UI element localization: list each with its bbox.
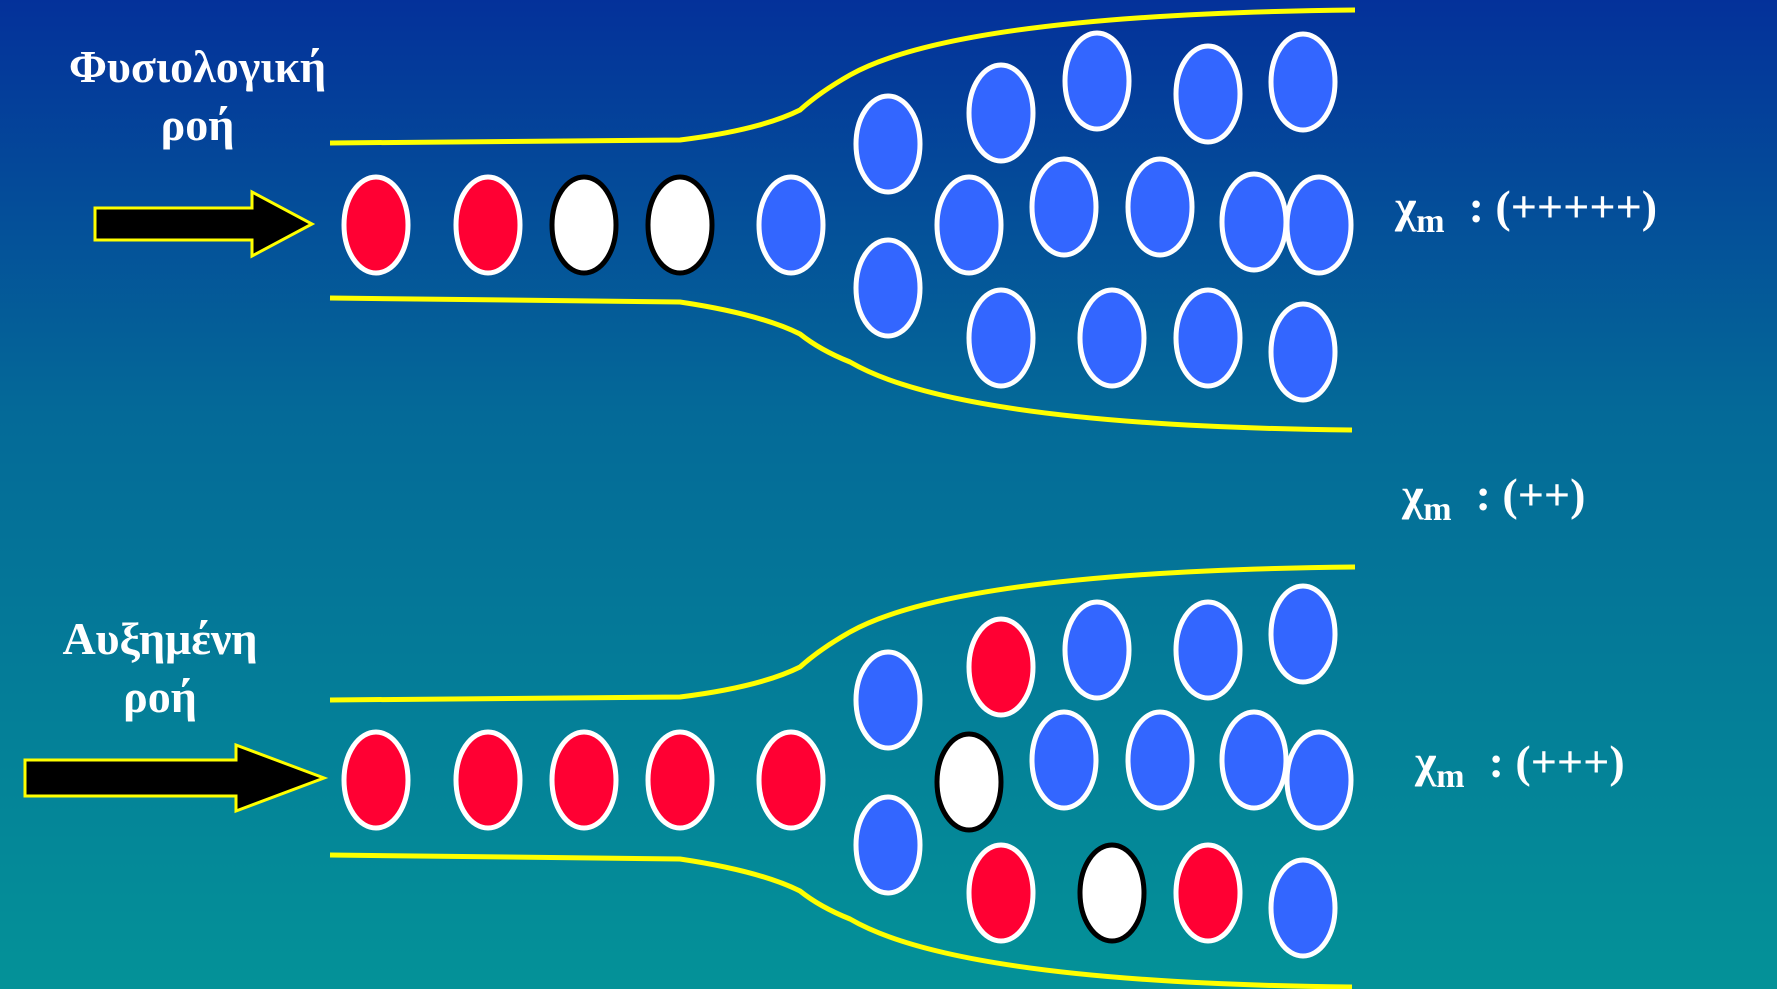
bottom-red-cell <box>1173 842 1243 944</box>
bottom-blue-cell <box>1268 857 1338 959</box>
top-blue-cell <box>1219 171 1289 273</box>
bottom-white-cell <box>934 731 1004 833</box>
top-blue-cell <box>853 93 923 195</box>
top-chi-symbol: χ <box>1395 181 1417 232</box>
increased-flow-label-line2: ροή <box>123 670 197 722</box>
bottom-blue-cell <box>853 649 923 751</box>
top-chi-label: χm : (+++++) <box>1395 180 1657 241</box>
top-vessel <box>93 7 1356 433</box>
bottom-red-cell <box>549 729 619 831</box>
top-blue-cell <box>1284 174 1354 276</box>
middle-chi-symbol: χ <box>1402 469 1424 520</box>
top-blue-cell <box>1268 31 1338 133</box>
bottom-blue-cell <box>1029 709 1099 811</box>
top-red-cell <box>341 174 411 276</box>
bottom-red-cell <box>645 729 715 831</box>
top-chi-value: : (+++++) <box>1468 181 1658 232</box>
bottom-red-cell <box>966 616 1036 718</box>
top-blue-cell <box>966 287 1036 389</box>
bottom-blue-cell <box>853 794 923 896</box>
middle-chi-label: χm : (++) <box>1402 468 1585 529</box>
increased-flow-label-line1: Αυξημένη <box>62 613 258 664</box>
bottom-chi-symbol: χ <box>1415 736 1437 787</box>
top-blue-cell <box>966 62 1036 164</box>
top-red-cell <box>453 174 523 276</box>
normal-flow-label: Φυσιολογική ροή <box>0 38 395 153</box>
bottom-red-cell <box>341 729 411 831</box>
bottom-red-cell <box>966 842 1036 944</box>
bottom-chi-value: : (+++) <box>1488 736 1625 787</box>
increased-flow-label: Αυξημένη ροή <box>0 610 320 725</box>
top-vessel-lower-wall <box>329 295 1353 433</box>
top-flow-arrow-icon <box>93 189 316 259</box>
top-blue-cell <box>1125 156 1195 258</box>
top-blue-cell <box>1173 287 1243 389</box>
bottom-blue-cell <box>1062 599 1132 701</box>
top-vessel-upper-wall <box>329 7 1356 146</box>
bottom-red-cell <box>756 729 826 831</box>
bottom-blue-cell <box>1284 729 1354 831</box>
bottom-blue-cell <box>1268 583 1338 685</box>
bottom-vessel-lower-wall <box>329 852 1353 989</box>
bottom-blue-cell <box>1173 599 1243 701</box>
top-blue-cell <box>1268 301 1338 403</box>
normal-flow-label-line2: ροή <box>160 98 235 150</box>
top-blue-cell <box>1077 287 1147 389</box>
bottom-vessel <box>23 564 1356 989</box>
top-blue-cell <box>756 174 826 276</box>
bottom-vessel-upper-wall <box>329 564 1356 703</box>
top-cells-group <box>341 30 1354 403</box>
bottom-flow-arrow-icon <box>23 742 329 814</box>
top-blue-cell <box>1173 43 1243 145</box>
top-blue-cell <box>1029 156 1099 258</box>
middle-chi-subscript: m <box>1423 491 1452 528</box>
top-blue-cell <box>934 174 1004 276</box>
bottom-white-cell <box>1077 842 1147 944</box>
normal-flow-label-line1: Φυσιολογική <box>68 41 327 92</box>
top-blue-cell <box>1062 30 1132 132</box>
middle-chi-value: : (++) <box>1475 469 1586 520</box>
top-chi-subscript: m <box>1416 203 1445 240</box>
bottom-chi-label: χm : (+++) <box>1415 735 1625 796</box>
top-white-cell <box>549 174 619 276</box>
top-white-cell <box>645 174 715 276</box>
bottom-cells-group <box>341 583 1354 959</box>
bottom-chi-subscript: m <box>1436 758 1465 795</box>
top-blue-cell <box>853 237 923 339</box>
bottom-blue-cell <box>1125 709 1195 811</box>
bottom-red-cell <box>453 729 523 831</box>
bottom-blue-cell <box>1219 709 1289 811</box>
